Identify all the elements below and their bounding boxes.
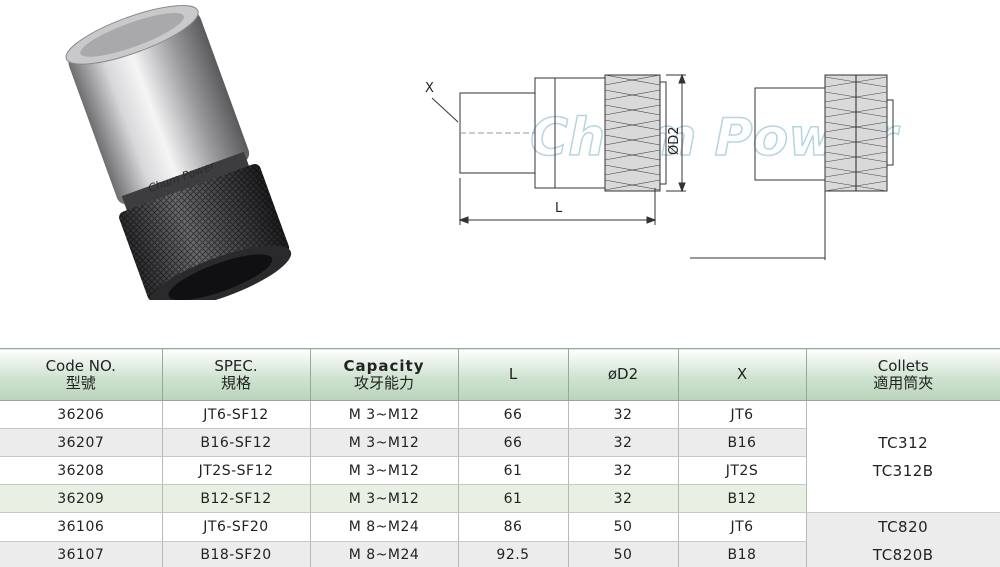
cell-x: B18 — [678, 541, 807, 567]
product-photo: Chum Power — [65, 5, 292, 300]
cell-l: 66 — [458, 400, 569, 429]
cell-capacity: M 3~M12 — [310, 484, 459, 513]
cell-d2: 32 — [568, 428, 679, 457]
cell-l: 61 — [458, 456, 569, 485]
header-x: X — [678, 348, 807, 401]
cell-spec: JT6-SF20 — [162, 512, 311, 542]
dimension-d2-label: ØD2 — [667, 126, 682, 155]
cell-code: 36209 — [0, 484, 163, 513]
cell-capacity: M 3~M12 — [310, 400, 459, 429]
technical-drawing: Chum Power X L ØD2 — [425, 73, 901, 260]
dimension-l-label: L — [555, 201, 563, 216]
cell-code: 36107 — [0, 541, 163, 567]
cell-capacity: M 3~M12 — [310, 456, 459, 485]
table-row: 36107 B18-SF20 M 8~M24 92.5 50 B18 — [0, 541, 1000, 567]
cell-code: 36208 — [0, 456, 163, 485]
cell-x: B12 — [678, 484, 807, 513]
header-spec: SPEC.規格 — [162, 348, 311, 401]
cell-capacity: M 8~M24 — [310, 512, 459, 542]
cell-l: 66 — [458, 428, 569, 457]
cell-code: 36206 — [0, 400, 163, 429]
cell-spec: JT2S-SF12 — [162, 456, 311, 485]
side-view — [459, 74, 667, 192]
cell-d2: 32 — [568, 484, 679, 513]
cell-x: JT6 — [678, 400, 807, 429]
table-row: 36207 B16-SF12 M 3~M12 66 32 B16 — [0, 428, 1000, 457]
cell-capacity: M 3~M12 — [310, 428, 459, 457]
cell-d2: 50 — [568, 512, 679, 542]
cell-x: JT2S — [678, 456, 807, 485]
cell-capacity: M 8~M24 — [310, 541, 459, 567]
cell-l: 86 — [458, 512, 569, 542]
cell-code: 36106 — [0, 512, 163, 542]
dimension-x-label: X — [425, 81, 434, 96]
cell-l: 92.5 — [458, 541, 569, 567]
header-code: Code NO.型號 — [0, 348, 163, 401]
header-l: L — [458, 348, 569, 401]
table-row: 36208 JT2S-SF12 M 3~M12 61 32 JT2S — [0, 456, 1000, 485]
cell-d2: 32 — [568, 400, 679, 429]
cell-d2: 50 — [568, 541, 679, 567]
cell-spec: B16-SF12 — [162, 428, 311, 457]
header-d2: øD2 — [568, 348, 679, 401]
table-row: 36209 B12-SF12 M 3~M12 61 32 B12 — [0, 484, 1000, 513]
cell-spec: B12-SF12 — [162, 484, 311, 513]
end-view — [754, 74, 894, 192]
cell-spec: B18-SF20 — [162, 541, 311, 567]
cell-d2: 32 — [568, 456, 679, 485]
cell-x: B16 — [678, 428, 807, 457]
cell-spec: JT6-SF12 — [162, 400, 311, 429]
cell-l: 61 — [458, 484, 569, 513]
cell-code: 36207 — [0, 428, 163, 457]
cell-x: JT6 — [678, 512, 807, 542]
